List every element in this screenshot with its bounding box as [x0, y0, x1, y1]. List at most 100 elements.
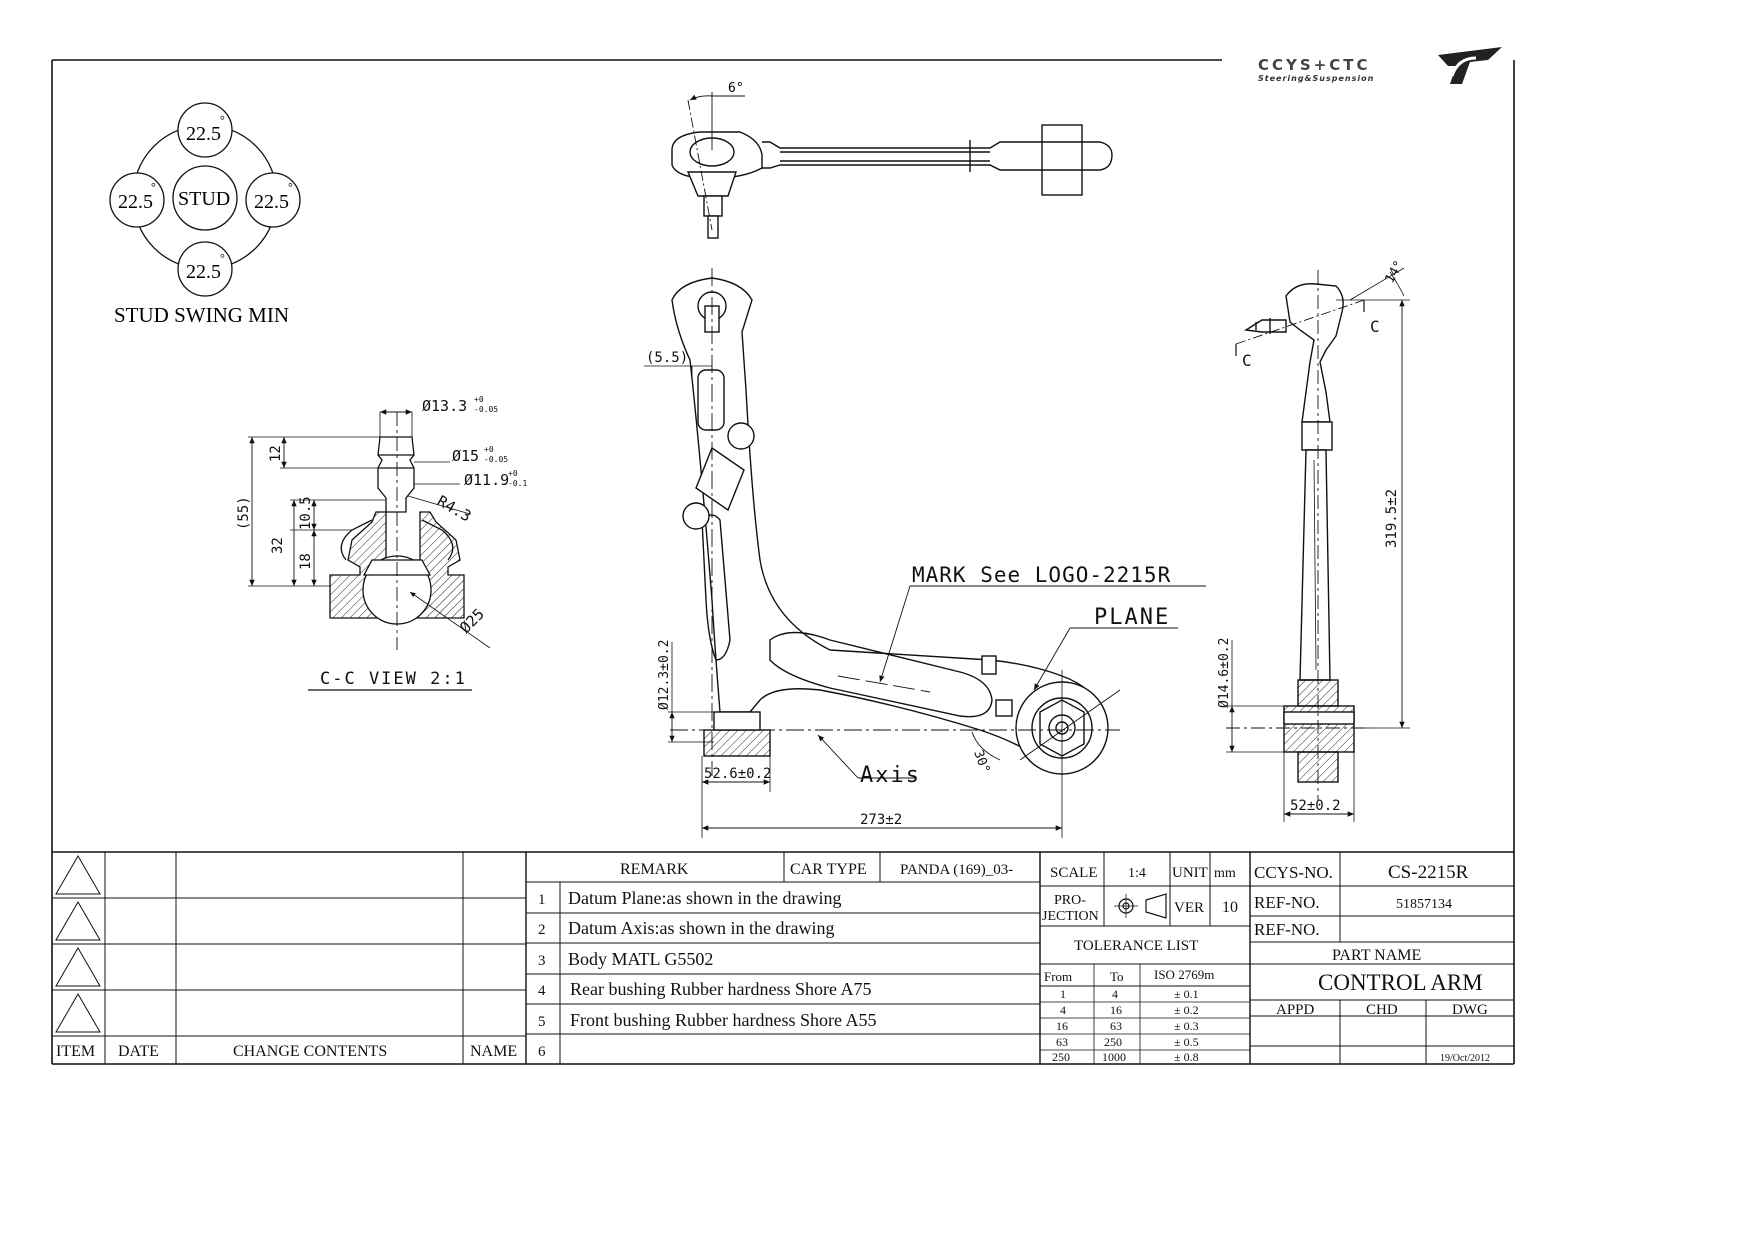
- logo-tagline: Steering&Suspension: [1258, 74, 1374, 83]
- mark-note: MARK See LOGO-2215R: [912, 563, 1171, 587]
- svg-text:-0.05: -0.05: [474, 405, 498, 414]
- ref-no-value: 51857134: [1396, 897, 1452, 912]
- svg-text:1: 1: [1060, 987, 1066, 1001]
- dim-d13: Ø13.3: [422, 397, 467, 415]
- plane-label: PLANE: [1094, 605, 1170, 630]
- svg-text:To: To: [1110, 969, 1124, 984]
- svg-text:16: 16: [1110, 1003, 1122, 1017]
- part-name-label: PART NAME: [1332, 947, 1421, 964]
- car-type-label: CAR TYPE: [790, 861, 867, 878]
- svg-text:+0: +0: [484, 445, 494, 454]
- ver-value: 10: [1222, 899, 1238, 916]
- ccys-ctc-logo: CCYS+CTC Steering&Suspension: [1258, 47, 1502, 84]
- svg-text:18: 18: [298, 553, 314, 570]
- remark-row: Datum Axis:as shown in the drawing: [568, 918, 834, 938]
- side-view: [1226, 267, 1410, 822]
- ver-label: VER: [1174, 900, 1204, 916]
- svg-text:± 0.3: ± 0.3: [1174, 1019, 1199, 1033]
- ref-no2-label: REF-NO.: [1254, 920, 1320, 939]
- chd-label: CHD: [1366, 1002, 1398, 1018]
- front-view-labels: (5.5) MARK See LOGO-2215R PLANE Axis Ø12…: [646, 350, 1171, 828]
- svg-text:-0.05: -0.05: [484, 455, 508, 464]
- cc-view-title: C-C VIEW 2:1: [320, 669, 467, 689]
- technical-drawing: CCYS+CTC Steering&Suspension 22.5 ° 22.5…: [51, 47, 1515, 1065]
- rev-header-name: NAME: [470, 1043, 517, 1060]
- remark-row: Datum Plane:as shown in the drawing: [568, 888, 841, 908]
- svg-text:3: 3: [538, 953, 546, 969]
- logo-mark-icon: [1438, 47, 1502, 84]
- svg-text:4: 4: [1060, 1003, 1066, 1017]
- remark-row: Body MATL G5502: [568, 949, 713, 969]
- swing-top-value: 22.5: [186, 123, 221, 145]
- svg-text:-0.1: -0.1: [508, 479, 527, 488]
- cut-label-left: C: [1242, 351, 1252, 370]
- swing-circle-bottom: [177, 241, 233, 297]
- part-name-value: CONTROL ARM: [1318, 970, 1483, 995]
- svg-text:250: 250: [1104, 1035, 1122, 1049]
- svg-text:12: 12: [268, 445, 284, 462]
- svg-text:5: 5: [538, 1014, 546, 1030]
- rev-header-contents: CHANGE CONTENTS: [233, 1043, 387, 1060]
- top-view-angle: 6°: [728, 81, 744, 96]
- swing-right-value: 22.5: [254, 191, 289, 213]
- svg-text:°: °: [288, 180, 293, 194]
- ccys-no-value: CS-2215R: [1388, 862, 1469, 883]
- dim-d15: Ø15: [452, 447, 479, 465]
- remark-label: REMARK: [620, 861, 689, 878]
- unit-value: mm: [1214, 866, 1236, 881]
- svg-text:+0: +0: [508, 469, 518, 478]
- dim-angle-30: 30°: [970, 748, 992, 775]
- swing-circle-right: [245, 172, 301, 228]
- front-view: [644, 268, 1206, 838]
- stud-swing-caption: STUD SWING MIN: [114, 303, 289, 327]
- svg-text:°: °: [151, 180, 156, 194]
- swing-circle-left: [109, 172, 165, 228]
- svg-text:6: 6: [538, 1044, 546, 1060]
- car-type-value: PANDA (169)_03-: [900, 862, 1013, 878]
- dim-offset: (5.5): [646, 350, 688, 366]
- svg-text:2: 2: [538, 922, 546, 938]
- remark-row: Front bushing Rubber hardness Shore A55: [570, 1010, 876, 1030]
- swing-circle-top: [177, 102, 233, 158]
- dim-bush-width-side: 52±0.2: [1290, 798, 1341, 814]
- stud-label: STUD: [178, 188, 230, 210]
- stud-circle: [172, 165, 238, 231]
- revision-table: ITEM DATE CHANGE CONTENTS NAME: [56, 1043, 517, 1060]
- svg-text:63: 63: [1110, 1019, 1122, 1033]
- svg-text:250: 250: [1052, 1050, 1070, 1064]
- svg-text:± 0.1: ± 0.1: [1174, 987, 1199, 1001]
- svg-text:JECTION: JECTION: [1042, 909, 1099, 924]
- remarks-table: REMARK CAR TYPE PANDA (169)_03- 1 Datum …: [538, 861, 1013, 1060]
- title-block: CCYS-NO. CS-2215R REF-NO. 51857134 REF-N…: [1254, 862, 1490, 1064]
- swing-left-value: 22.5: [118, 191, 153, 213]
- svg-text:± 0.2: ± 0.2: [1174, 1003, 1199, 1017]
- remark-row: Rear bushing Rubber hardness Shore A75: [570, 979, 871, 999]
- scale-value: 1:4: [1128, 866, 1146, 881]
- scale-label: SCALE: [1050, 865, 1098, 881]
- cc-section-view: [248, 409, 491, 650]
- drawing-frame: [51, 59, 1515, 1065]
- svg-text:4: 4: [538, 983, 546, 999]
- rev-header-date: DATE: [118, 1043, 159, 1060]
- dim-d119: Ø11.9: [464, 471, 509, 489]
- dim-bore-side: Ø14.6±0.2: [1217, 638, 1232, 708]
- stud-swing-diagram: 22.5 ° 22.5 ° 22.5 ° 22.5 ° STUD STUD SW…: [109, 102, 301, 327]
- side-view-labels: 14° C C 319.5±2 Ø14.6±0.2 52±0.2: [1217, 258, 1407, 814]
- svg-text:(55): (55): [236, 496, 252, 530]
- svg-text:PRO-: PRO-: [1054, 893, 1086, 908]
- dwg-label: DWG: [1452, 1002, 1488, 1018]
- drawing-date: 19/Oct/2012: [1440, 1053, 1490, 1064]
- top-view: [671, 92, 1113, 239]
- svg-text:± 0.8: ± 0.8: [1174, 1050, 1199, 1064]
- axis-label: Axis: [860, 763, 921, 788]
- svg-text:ISO 2769m: ISO 2769m: [1154, 967, 1214, 982]
- svg-text:63: 63: [1056, 1035, 1068, 1049]
- svg-text:4: 4: [1112, 987, 1118, 1001]
- swing-bottom-value: 22.5: [186, 261, 221, 283]
- specs-table: SCALE 1:4 UNIT mm PRO- JECTION VER 10 TO…: [1042, 865, 1238, 1064]
- dim-height: 319.5±2: [1384, 489, 1400, 548]
- side-angle: 14°: [1382, 258, 1407, 286]
- dim-bush-width-front: 52.6±0.2: [704, 766, 771, 782]
- dim-bore-front: Ø12.3±0.2: [657, 640, 672, 710]
- svg-text:+0: +0: [474, 395, 484, 404]
